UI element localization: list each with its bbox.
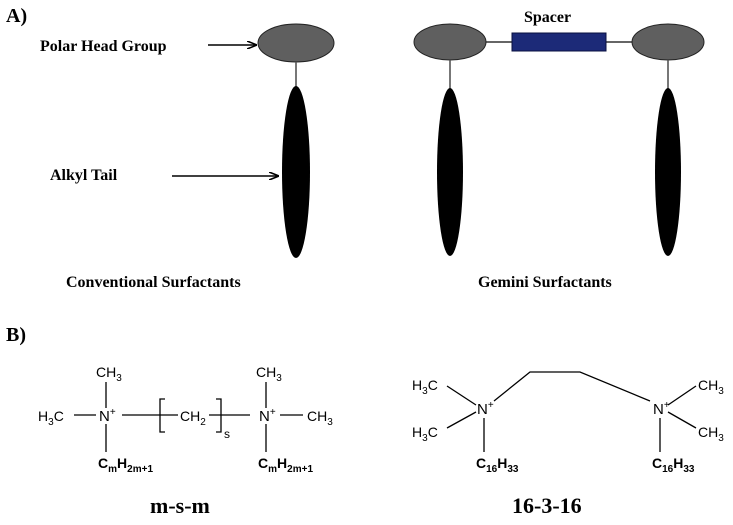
- svg-text:C16H33: C16H33: [476, 455, 519, 475]
- atom-c: C: [54, 408, 64, 424]
- atom-c: C: [476, 455, 486, 471]
- bond: [667, 411, 697, 429]
- subscript: 2m+1: [287, 464, 313, 475]
- spacer-count-s: s: [224, 427, 230, 441]
- atom-n: N: [477, 401, 488, 418]
- msm-caption: m-s-m: [150, 493, 210, 518]
- subscript: 16: [662, 464, 674, 475]
- atom-h: H: [673, 455, 683, 471]
- conventional-surfactant: Polar Head Group Alkyl Tail Conventional…: [40, 23, 335, 291]
- svg-text:N+: N+: [653, 400, 670, 418]
- panel-b-label: B): [6, 324, 26, 346]
- atom-h: H: [38, 408, 48, 424]
- charge-plus: +: [664, 400, 670, 411]
- svg-text:CmH2m+1: CmH2m+1: [98, 455, 153, 475]
- subscript: m: [108, 464, 117, 475]
- svg-text:CH2: CH2: [180, 408, 206, 428]
- svg-text:CH3: CH3: [307, 408, 333, 428]
- subscript: m: [268, 464, 277, 475]
- svg-text:CH3: CH3: [698, 377, 724, 397]
- conventional-surfactants-caption: Conventional Surfactants: [66, 274, 241, 291]
- subscript: 33: [683, 464, 695, 475]
- spacer: [511, 32, 607, 52]
- bond: [667, 385, 697, 406]
- svg-text:CH3: CH3: [256, 364, 282, 384]
- gemini-surfactants-caption: Gemini Surfactants: [478, 274, 612, 291]
- panel-a-label: A): [6, 5, 27, 27]
- subscript: 3: [718, 433, 724, 444]
- subscript: 33: [507, 464, 519, 475]
- atom-h: H: [412, 424, 422, 440]
- atom-c: C: [258, 455, 268, 471]
- atom-h: H: [277, 455, 287, 471]
- propyl-chain: [493, 371, 651, 402]
- atom-c: C: [98, 455, 108, 471]
- polar-head: [257, 23, 335, 63]
- atom-h: H: [412, 377, 422, 393]
- gemini-right-head: [631, 23, 705, 61]
- svg-text:H3C: H3C: [38, 408, 64, 428]
- atom-n: N: [653, 401, 664, 418]
- bond: [446, 411, 477, 429]
- charge-plus: +: [110, 407, 116, 418]
- atom-n: N: [99, 408, 110, 425]
- subscript: 3: [327, 417, 333, 428]
- polar-head-group-label: Polar Head Group: [40, 38, 167, 55]
- subscript: 2: [200, 417, 206, 428]
- atom-h: H: [497, 455, 507, 471]
- atom-ch: CH: [698, 424, 718, 440]
- gemini-16-3-16-structure: H3C H3C N+ N+ CH3 CH3 C16H33 C16H33 16-3…: [412, 371, 724, 518]
- svg-text:CH3: CH3: [96, 364, 122, 384]
- svg-text:CmH2m+1: CmH2m+1: [258, 455, 313, 475]
- msm-structure: CH3 H3C N+ CH2 s CH3 N+ CH3 CmH2m+1 CmH2…: [38, 364, 333, 518]
- atom-c: C: [428, 424, 438, 440]
- svg-text:N+: N+: [259, 407, 276, 425]
- gemini-left-head: [413, 23, 487, 61]
- atom-ch: CH: [256, 364, 276, 380]
- atom-n: N: [259, 408, 270, 425]
- atom-ch: CH: [96, 364, 116, 380]
- atom-h: H: [117, 455, 127, 471]
- subscript: 3: [718, 386, 724, 397]
- svg-text:H3C: H3C: [412, 377, 438, 397]
- gemini-surfactant: Spacer Gemini Surfactants: [413, 9, 705, 291]
- svg-text:C16H33: C16H33: [652, 455, 695, 475]
- subscript: 16: [486, 464, 498, 475]
- subscript: 3: [48, 417, 54, 428]
- bracket-left: [159, 398, 165, 433]
- atom-c: C: [652, 455, 662, 471]
- svg-text:N+: N+: [477, 400, 494, 418]
- atom-ch: CH: [698, 377, 718, 393]
- gemini-left-tail: [437, 88, 463, 256]
- subscript: 2m+1: [127, 464, 153, 475]
- atom-ch: CH: [307, 408, 327, 424]
- gemini-right-tail: [655, 88, 681, 256]
- subscript: 3: [116, 373, 122, 384]
- bracket-right: [216, 398, 222, 433]
- subscript: 3: [422, 433, 428, 444]
- svg-text:N+: N+: [99, 407, 116, 425]
- charge-plus: +: [488, 400, 494, 411]
- atom-c: C: [428, 377, 438, 393]
- svg-text:H3C: H3C: [412, 424, 438, 444]
- alkyl-tail-label: Alkyl Tail: [50, 167, 118, 184]
- atom-ch: CH: [180, 408, 200, 424]
- subscript: 3: [276, 373, 282, 384]
- subscript: 3: [422, 386, 428, 397]
- charge-plus: +: [270, 407, 276, 418]
- bond: [446, 385, 477, 406]
- gemini-16-3-16-caption: 16-3-16: [512, 493, 582, 518]
- alkyl-tail: [282, 86, 310, 258]
- spacer-label: Spacer: [524, 9, 571, 26]
- svg-text:CH3: CH3: [698, 424, 724, 444]
